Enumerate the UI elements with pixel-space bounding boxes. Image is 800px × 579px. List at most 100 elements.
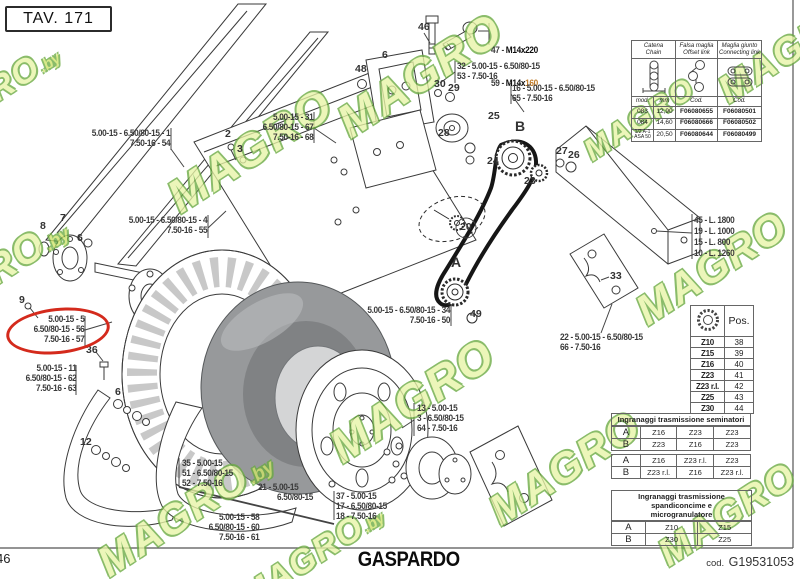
part-number-27: 27	[556, 145, 568, 157]
cell: 40	[724, 358, 754, 370]
cell: B	[611, 533, 646, 546]
leader-lines	[75, 23, 693, 525]
sprocket-icon	[696, 309, 719, 331]
cell: B	[611, 466, 641, 479]
tav-box: TAV. 171	[5, 6, 112, 32]
part-number-3: 3	[237, 143, 243, 155]
part-number-24: 24	[487, 155, 499, 167]
dim-21b: 6.50/80-15	[277, 492, 314, 503]
cell: Z10	[690, 336, 725, 348]
cell: Z23 r.l.	[690, 380, 725, 392]
cell: F06080655	[675, 106, 718, 119]
cell: Z23 r.l.	[676, 454, 715, 467]
cell: 41	[724, 369, 754, 381]
code-label: cod.	[706, 558, 725, 569]
cell: Z16	[639, 454, 678, 467]
cell: 42	[724, 380, 754, 392]
part-number-49: 49	[470, 308, 482, 320]
part-number-48: 48	[355, 63, 367, 75]
cell: Z23	[713, 438, 751, 451]
cell: F06080666	[675, 117, 718, 130]
part-number-9: 9	[19, 294, 25, 306]
part-number-20: 20	[460, 221, 472, 233]
cell: F06080501	[717, 106, 762, 119]
part-number-a: A	[451, 254, 462, 270]
cell: Z25	[697, 533, 752, 546]
drawing-code: cod. G19531053	[706, 553, 794, 571]
cell: Z10	[644, 521, 699, 534]
part-number-6: 6	[115, 386, 121, 398]
cell: 20,50	[653, 128, 676, 143]
part-number-29: 29	[448, 82, 460, 94]
cell: Z30	[690, 402, 725, 414]
seeder-gear-title: Ingranaggi trasmissione seminatori	[611, 413, 751, 426]
cell: Z23	[690, 369, 725, 381]
part-number-30: 30	[434, 78, 446, 90]
spring-plates	[469, 233, 639, 527]
code-value: G19531053	[728, 555, 794, 569]
tav-label: TAV. 171	[23, 10, 94, 27]
cell: B	[611, 438, 641, 451]
bolt-59-label: 59 - M14x160	[491, 78, 538, 89]
cell: Z15	[690, 347, 725, 359]
part-number-2: 2	[225, 128, 231, 140]
brand-logo: GASPARDO	[357, 548, 460, 571]
part-number-28: 28	[438, 127, 450, 139]
part-number-26: 26	[568, 149, 580, 161]
cell: Z15	[697, 521, 752, 534]
cell: A	[611, 521, 646, 534]
chain-icon	[642, 60, 665, 94]
cell: F06080502	[717, 117, 762, 130]
part-number-33: 33	[610, 270, 622, 282]
square-tube	[555, 125, 701, 265]
part-number-8: 8	[40, 220, 46, 232]
cell: Z23 r.l.	[639, 466, 678, 479]
connecting-link-icon	[727, 66, 752, 87]
cell: 14,60	[653, 117, 676, 130]
pos-table-row: Z23 r.l.42	[690, 380, 754, 392]
cell: Z23	[676, 426, 715, 439]
cell: 38	[724, 336, 754, 348]
part-number-25: 25	[488, 110, 500, 122]
cell: 44	[724, 402, 754, 414]
cell: 39	[724, 347, 754, 359]
cell: A	[611, 426, 641, 439]
cell: A	[611, 454, 641, 467]
bolt-spec-labels: 47 - M14x220 59 - M14x160	[491, 23, 538, 111]
fasteners	[227, 15, 577, 173]
frame-plates	[193, 49, 477, 311]
cell: Z23 r.l.	[713, 466, 751, 479]
bolt-47-label: 47 - M14x220	[491, 45, 538, 56]
pos-table-header: Pos.	[690, 305, 754, 337]
cell: F06080644	[675, 128, 718, 143]
cell: Z16	[639, 426, 678, 439]
